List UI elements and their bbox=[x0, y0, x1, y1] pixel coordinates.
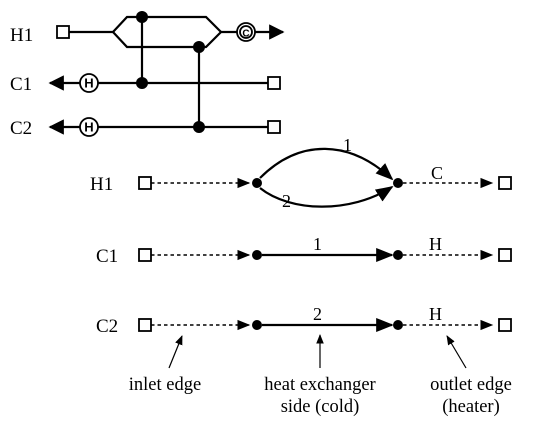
svg-text:H: H bbox=[84, 76, 93, 91]
heater-icon-c1: H bbox=[79, 73, 99, 93]
caption-side-cold: side (cold) bbox=[281, 397, 360, 417]
graph-h1-upper-side-edge bbox=[259, 147, 394, 181]
h1-source-box bbox=[56, 25, 70, 39]
stream-label-c2: C2 bbox=[10, 118, 32, 139]
exchanger-1-cold-node bbox=[136, 77, 148, 89]
inlet-edge-pointer bbox=[168, 335, 183, 369]
graph-h1-side-label-1: 1 bbox=[343, 135, 352, 155]
exchanger-2-hot-node bbox=[193, 41, 205, 53]
graph-c2-sink-box bbox=[498, 318, 512, 332]
graph-c1-outlet-label: H bbox=[429, 234, 442, 254]
graph-h1-side-label-2: 2 bbox=[282, 191, 291, 211]
graph-c1-sink-box bbox=[498, 248, 512, 262]
svg-text:H: H bbox=[84, 120, 93, 135]
graph-h1-lower-side-edge bbox=[259, 186, 394, 208]
graph-row-label-h1: H1 bbox=[90, 174, 113, 195]
graph-c1-start-node bbox=[252, 250, 262, 260]
caption-outlet-edge: outlet edge bbox=[430, 375, 512, 395]
graph-c2-side-label: 2 bbox=[313, 304, 322, 324]
graph-h1-sink-box bbox=[498, 176, 512, 190]
graph-c2-start-node bbox=[252, 320, 262, 330]
graph-h1-outlet-label: C bbox=[431, 163, 443, 183]
graph-row-label-c2: C2 bbox=[96, 316, 118, 337]
graph-c2-outlet-label: H bbox=[429, 304, 442, 324]
caption-heater: (heater) bbox=[442, 397, 500, 417]
cooler-icon: C bbox=[236, 22, 256, 42]
caption-inlet-edge: inlet edge bbox=[129, 375, 201, 395]
graph-h1-mix-node bbox=[393, 178, 403, 188]
graph-panel: H1 1 2 C C1 1 H C2 2 H bbox=[90, 135, 512, 417]
graph-c2-end-node bbox=[393, 320, 403, 330]
graph-c1-source-box bbox=[138, 248, 152, 262]
graph-row-label-c1: C1 bbox=[96, 246, 118, 267]
network-panel: H1 C C1 H C2 H bbox=[10, 11, 285, 139]
c2-source-box bbox=[267, 120, 281, 134]
graph-c1-end-node bbox=[393, 250, 403, 260]
exchanger-1-hot-node bbox=[136, 11, 148, 23]
h1-split-branches bbox=[111, 15, 223, 49]
stream-label-c1: C1 bbox=[10, 74, 32, 95]
graph-c1-side-label: 1 bbox=[313, 234, 322, 254]
graph-h1-split-node bbox=[252, 178, 262, 188]
c1-source-box bbox=[267, 76, 281, 90]
graph-c2-source-box bbox=[138, 318, 152, 332]
svg-text:C: C bbox=[242, 29, 249, 40]
graph-h1-source-box bbox=[138, 176, 152, 190]
heater-icon-c2: H bbox=[79, 117, 99, 137]
caption-heat-exchanger: heat exchanger bbox=[264, 375, 375, 395]
stream-label-h1: H1 bbox=[10, 25, 33, 46]
outlet-edge-pointer bbox=[446, 335, 467, 369]
exchanger-2-cold-node bbox=[193, 121, 205, 133]
